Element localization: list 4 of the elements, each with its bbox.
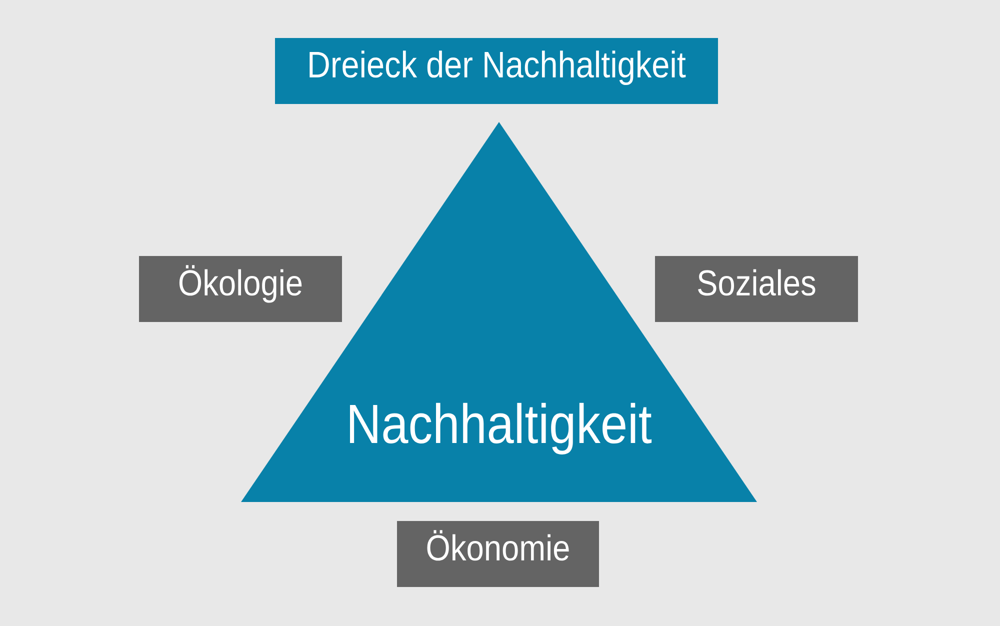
category-box: Ökologie (139, 256, 342, 322)
title-banner: Dreieck der Nachhaltigkeit (275, 38, 718, 104)
category-box: Soziales (655, 256, 858, 322)
category-box: Ökonomie (397, 521, 599, 587)
